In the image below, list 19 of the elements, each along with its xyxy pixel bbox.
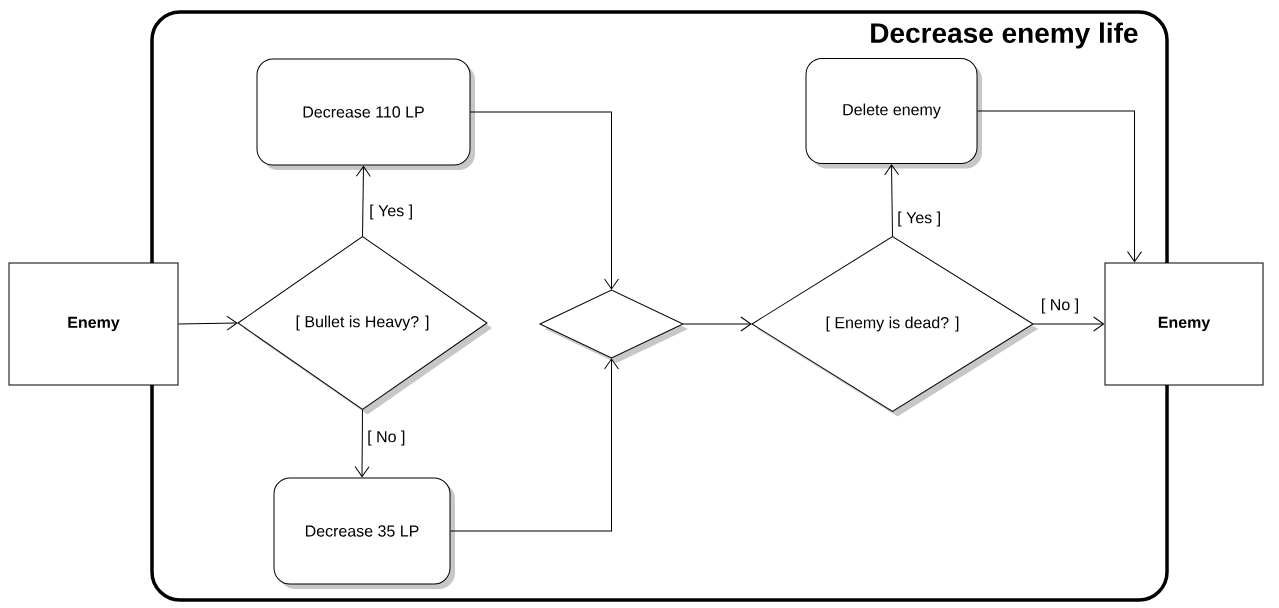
action-box: Delete enemy (805, 58, 982, 169)
edge-label: [ No ] (1039, 297, 1081, 315)
entity-box: Enemy (1104, 262, 1264, 386)
arrow (470, 111, 619, 290)
arrow (355, 165, 371, 237)
arrow (1032, 316, 1105, 332)
arrow (682, 316, 752, 332)
edge-label: [ No ] (366, 429, 407, 447)
action-box: Decrease 35 LP (273, 477, 455, 589)
action-box: Decrease 110 LP (256, 58, 475, 170)
edge-label: [ Yes ] (896, 210, 943, 228)
arrow (354, 409, 370, 478)
arrow (884, 164, 900, 237)
arrow (450, 358, 619, 532)
entity-box: Enemy (8, 262, 179, 386)
arrow (977, 110, 1142, 263)
edge-label: [ Yes ] (368, 203, 415, 221)
merge-diamond (539, 289, 688, 363)
arrow (178, 315, 238, 331)
